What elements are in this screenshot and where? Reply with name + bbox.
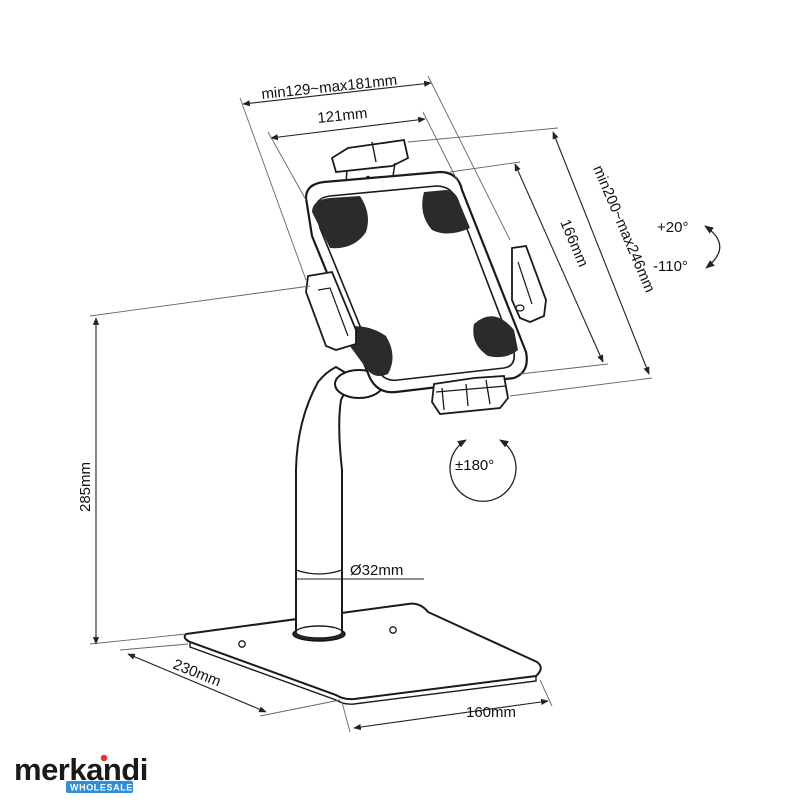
label-inner-height: 166mm <box>556 217 591 270</box>
label-pole-diameter: Ø32mm <box>350 562 403 579</box>
label-stand-height: 285mm <box>77 462 94 512</box>
tilt-rotation-indicator: +20° -110° <box>653 219 721 275</box>
brand-accent-dot <box>100 754 108 762</box>
label-clamp-height: min200~max246mm <box>589 163 658 295</box>
dimension-pole-diameter: Ø32mm <box>296 562 424 580</box>
brand-badge <box>66 781 133 793</box>
tablet-holder <box>304 138 547 415</box>
label-tilt-down: -110° <box>653 258 688 275</box>
dimension-inner-width: 121mm <box>267 105 459 201</box>
dimension-stand-height: 285mm <box>77 285 311 645</box>
swivel-rotation-indicator: ±180° <box>449 439 517 502</box>
brand-badge-label: WHOLESALE <box>70 783 133 793</box>
brand-logo: merkandi WHOLESALE <box>14 752 148 793</box>
dimension-base-width: 160mm <box>341 679 553 733</box>
label-tilt-up: +20° <box>657 219 688 236</box>
stand-pole <box>292 365 384 642</box>
label-base-width: 160mm <box>466 704 516 721</box>
label-inner-width: 121mm <box>317 105 369 127</box>
label-base-depth: 230mm <box>171 656 224 691</box>
label-clamp-width: min129~max181mm <box>261 72 398 103</box>
label-swivel: ±180° <box>455 457 494 474</box>
stand-base <box>183 602 542 705</box>
